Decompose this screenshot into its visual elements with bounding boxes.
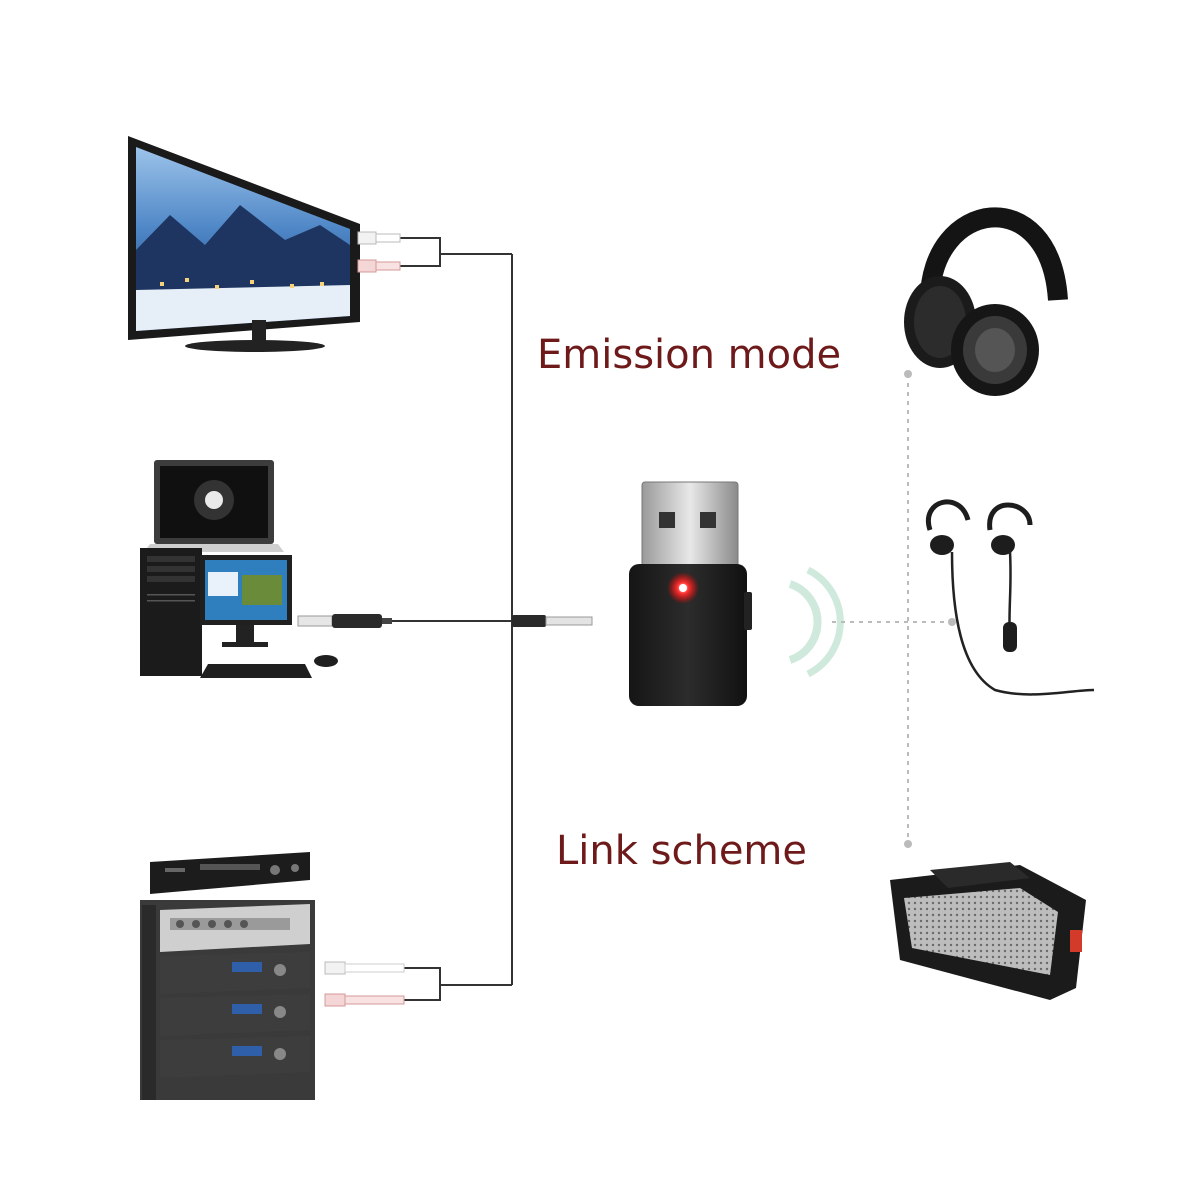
cable-network [390, 237, 520, 1001]
tv-icon [128, 136, 401, 352]
headphones-icon [904, 207, 1068, 396]
amp-rca-plugs [324, 961, 405, 1007]
emission-mode-label: Emission mode [537, 332, 841, 378]
wireless-links [832, 374, 952, 844]
amplifier-rack-icon [140, 852, 405, 1100]
tv-rca-plugs [357, 231, 401, 273]
usb-bluetooth-adapter-icon [629, 481, 752, 706]
speaker-icon [890, 862, 1086, 1000]
computer-icon [140, 460, 392, 678]
wireless-signal-icon [788, 566, 844, 678]
earphones-icon [925, 499, 1095, 696]
adapter-input-jack [512, 615, 593, 627]
computer-audio-jack [297, 614, 392, 628]
link-scheme-label: Link scheme [556, 828, 807, 874]
